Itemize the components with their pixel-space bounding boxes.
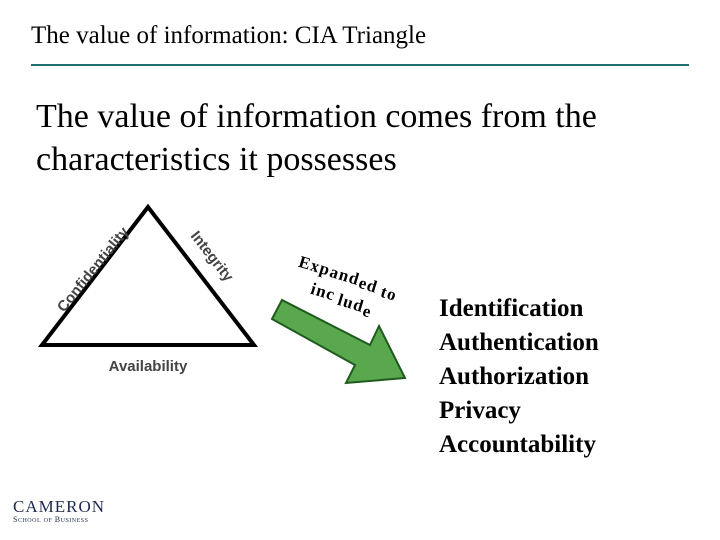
- integrity-label: Integrity: [187, 228, 237, 286]
- list-item: Authorization: [439, 363, 589, 390]
- triangle-shape: [37, 203, 259, 347]
- cameron-logo: CAMERON School of Business: [13, 498, 105, 525]
- list-item: Accountability: [439, 431, 596, 458]
- logo-subtitle: School of Business: [13, 515, 89, 524]
- title-divider: [31, 64, 689, 66]
- extension-list: Identification Authentication Authorizat…: [439, 292, 599, 462]
- list-item: Privacy: [439, 397, 521, 424]
- confidentiality-label: Confidentiality: [54, 223, 133, 315]
- slide-title: The value of information: CIA Triangle: [31, 22, 427, 49]
- list-item: Authentication: [439, 329, 599, 356]
- availability-label: Availability: [109, 358, 188, 375]
- list-item: Identification: [439, 295, 584, 322]
- logo-brand: CAMERON: [13, 497, 106, 516]
- slide-subtitle: The value of information comes from the …: [36, 98, 597, 178]
- expand-arrow: [270, 298, 407, 385]
